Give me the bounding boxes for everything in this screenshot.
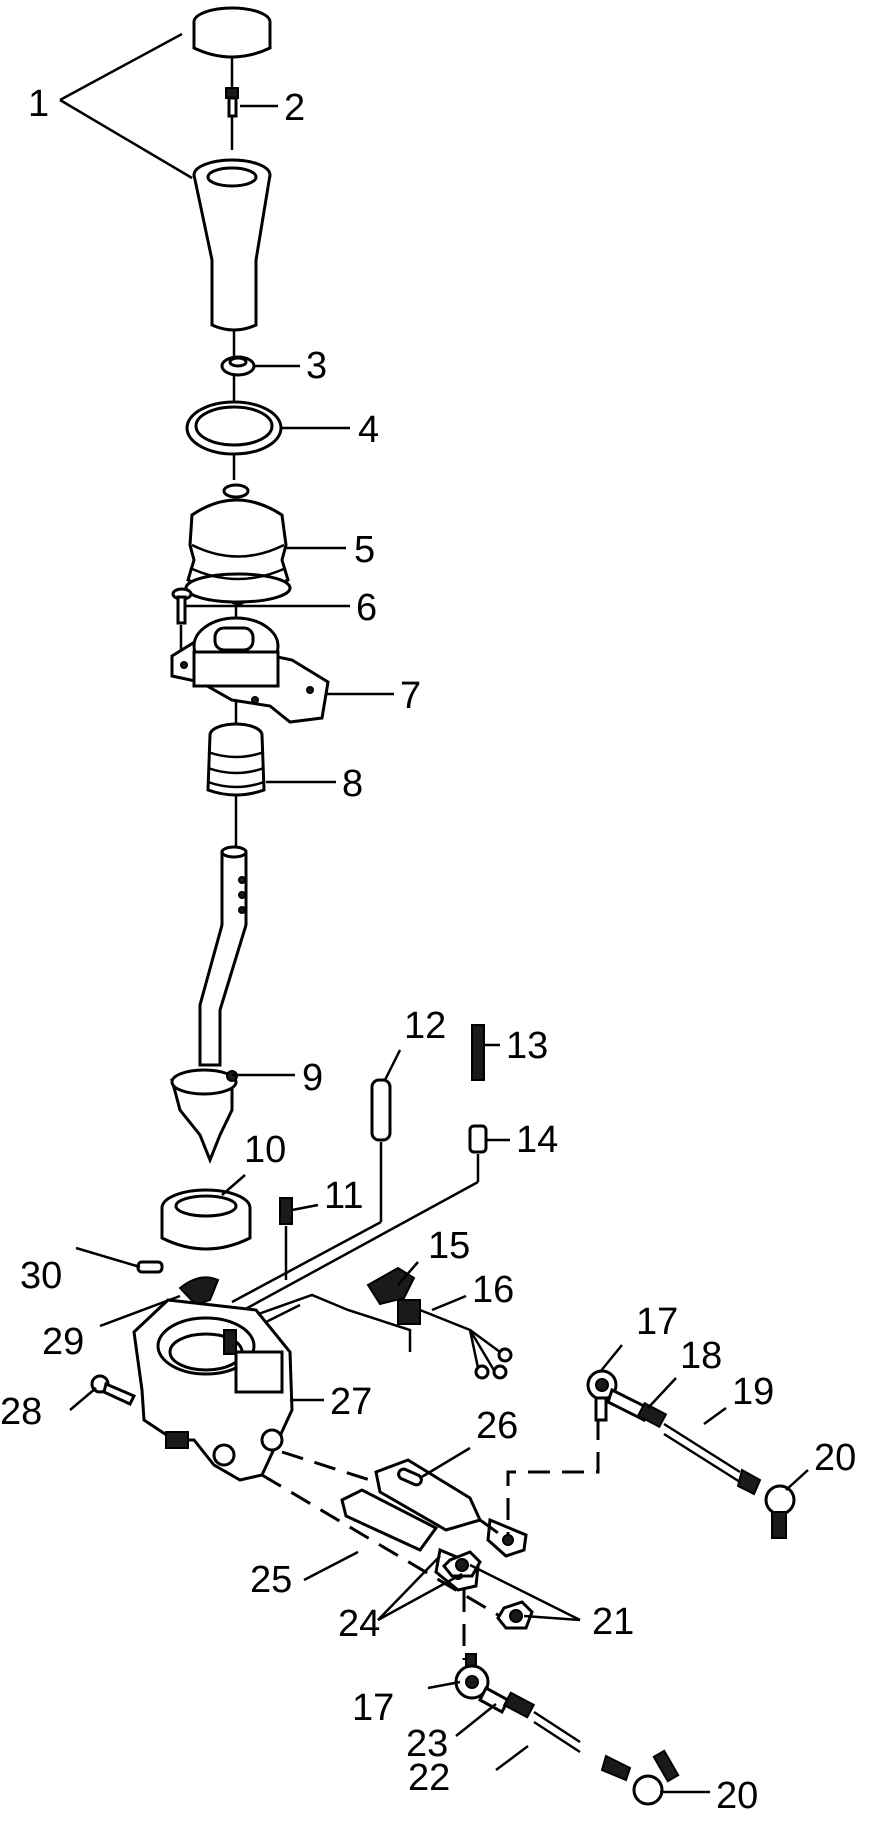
callout-17-upper: 17 <box>636 1301 678 1343</box>
callout-23: 23 <box>406 1723 448 1765</box>
callout-14: 14 <box>516 1119 558 1161</box>
tie-rod-upper <box>606 1387 762 1496</box>
knob-cap <box>192 6 272 59</box>
callout-labels: 1 2 3 4 5 6 7 8 9 10 11 12 13 14 15 16 1… <box>0 83 856 1817</box>
callout-11: 11 <box>324 1175 363 1217</box>
callout-18: 18 <box>680 1335 722 1377</box>
rod-end-lower <box>600 1749 680 1806</box>
roll-pin <box>136 1260 164 1274</box>
callout-2: 2 <box>284 87 305 129</box>
callout-1: 1 <box>28 83 49 125</box>
callout-27: 27 <box>330 1381 372 1423</box>
callout-9: 9 <box>302 1057 323 1099</box>
callout-20-upper: 20 <box>814 1437 856 1479</box>
callout-26: 26 <box>476 1405 518 1447</box>
tie-rod-lower <box>478 1685 581 1754</box>
threaded-stud <box>471 1024 485 1081</box>
callout-16: 16 <box>472 1269 514 1311</box>
switch-wire-guide <box>235 1293 412 1352</box>
callout-6: 6 <box>356 587 377 629</box>
retaining-ring <box>185 400 283 456</box>
bushing <box>239 1124 488 1314</box>
linkage-axis-upper <box>506 1418 600 1536</box>
callout-25: 25 <box>250 1559 292 1601</box>
set-screw <box>225 87 239 118</box>
shift-fork <box>178 1276 220 1307</box>
callout-13: 13 <box>506 1025 548 1067</box>
callout-12: 12 <box>404 1005 446 1047</box>
hex-nut-upper <box>441 1550 482 1578</box>
callout-4: 4 <box>358 409 379 451</box>
callout-22: 22 <box>408 1757 450 1799</box>
shifter-housing <box>132 1298 294 1482</box>
shift-lever <box>170 845 248 1165</box>
leader-lines <box>59 32 809 1794</box>
callout-7: 7 <box>400 675 421 717</box>
lower-boot <box>206 722 266 797</box>
callout-28: 28 <box>0 1391 42 1433</box>
pivot-collar <box>160 1188 252 1251</box>
shift-knob <box>192 158 272 332</box>
hex-nut-lower <box>496 1600 534 1630</box>
callout-29: 29 <box>42 1321 84 1363</box>
neutral-switch <box>366 1266 421 1325</box>
callout-21: 21 <box>592 1601 634 1643</box>
housing-bolt <box>90 1374 137 1406</box>
callout-19: 19 <box>732 1371 774 1413</box>
shaft-axis-upper <box>281 1450 377 1484</box>
callout-5: 5 <box>354 529 375 571</box>
shaft-axis-lower <box>261 1473 521 1630</box>
callout-8: 8 <box>342 763 363 805</box>
rod-end-upper <box>764 1484 796 1539</box>
shift-rail-upper <box>374 1458 528 1558</box>
wire-harness <box>419 1308 513 1380</box>
shift-boot <box>184 483 292 607</box>
callout-3: 3 <box>306 345 327 387</box>
ball-joint-lower <box>454 1653 490 1700</box>
spring-pin <box>279 1197 293 1280</box>
shifter-bracket <box>170 616 330 724</box>
callout-17-lower: 17 <box>352 1687 394 1729</box>
nut <box>220 355 256 377</box>
callout-30: 30 <box>20 1255 62 1297</box>
callout-24: 24 <box>338 1603 380 1645</box>
callout-15: 15 <box>428 1225 470 1267</box>
dowel <box>231 1078 392 1304</box>
callout-20-lower: 20 <box>716 1775 758 1817</box>
callout-10: 10 <box>244 1129 286 1171</box>
